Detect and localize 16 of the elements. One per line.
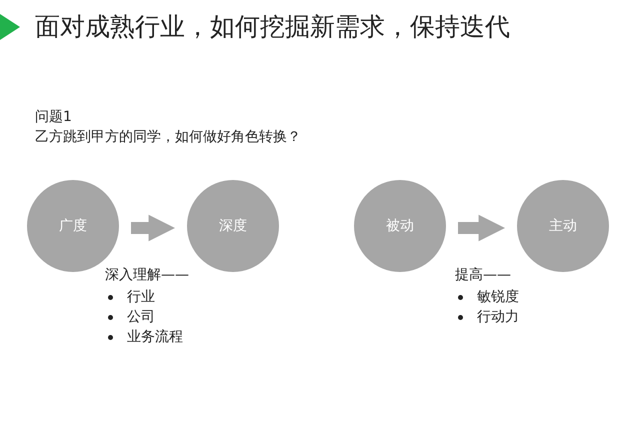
block-arrow — [458, 214, 505, 242]
text-label: 提高—— — [455, 266, 511, 284]
text-label: 行业 — [127, 288, 155, 306]
title: 面对成熟行业，如何挖掘新需求，保持迭代 — [35, 11, 510, 43]
node-label: 主动 — [549, 216, 577, 236]
text-label: 问题1 — [35, 108, 72, 126]
node-label: 深度 — [219, 216, 247, 236]
text-label: 行动力 — [477, 308, 519, 326]
node-label: 被动 — [386, 216, 414, 236]
text-label: 敏锐度 — [477, 288, 519, 306]
text-label: 乙方跳到甲方的同学，如何做好角色转换？ — [35, 128, 301, 146]
text-label: 公司 — [127, 308, 155, 326]
node-label: 广度 — [59, 216, 87, 236]
block-arrow — [131, 214, 175, 242]
text-label: 业务流程 — [127, 328, 183, 346]
text-label: 深入理解—— — [105, 266, 189, 284]
